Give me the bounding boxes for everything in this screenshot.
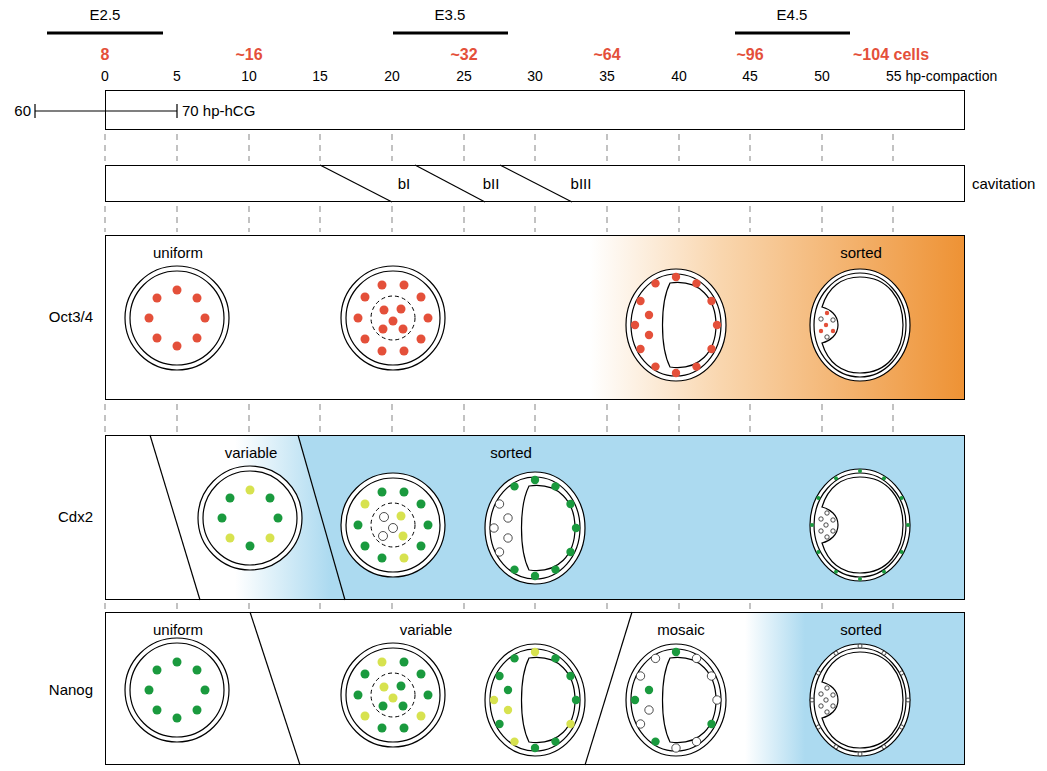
phase-label: bIII <box>571 175 592 192</box>
oct-embryos <box>125 266 910 381</box>
cell-count: ~64 <box>593 46 620 64</box>
hcg-scale <box>35 104 177 118</box>
pattern-label: variable <box>225 444 278 461</box>
marker-title: Oct3/4 <box>49 308 93 325</box>
cell-count: ~32 <box>450 46 477 64</box>
axis-number: 50 <box>814 68 830 84</box>
axis-number: 15 <box>312 68 328 84</box>
nanog-embryos <box>125 638 910 756</box>
band-title: cavitation <box>972 175 1035 192</box>
axis-number: 35 <box>599 68 615 84</box>
axis-number: 40 <box>671 68 687 84</box>
pattern-label: sorted <box>490 444 532 461</box>
phase-label: bII <box>483 175 500 192</box>
panel-grounds <box>105 235 965 765</box>
axis-number: 45 <box>742 68 758 84</box>
cell-count: 8 <box>101 46 110 64</box>
scale-label: 70 hp-hCG <box>182 102 255 119</box>
axis-title: 55 hp-compaction <box>886 68 997 84</box>
axis-number: 30 <box>527 68 543 84</box>
pattern-label: uniform <box>153 244 203 261</box>
pattern-label: variable <box>400 621 453 638</box>
stage-label: E2.5 <box>90 6 121 23</box>
cell-count: ~16 <box>235 46 262 64</box>
axis-number: 10 <box>241 68 257 84</box>
scale-label: 60 <box>14 102 31 119</box>
axis-number: 5 <box>173 68 181 84</box>
cdx2-embryos <box>198 466 910 584</box>
phase-label: bI <box>398 175 411 192</box>
stage-bars <box>47 32 850 35</box>
cell-count: ~96 <box>736 46 763 64</box>
marker-panel: Oct3/4uniformsorted <box>105 235 965 400</box>
stage-label: E4.5 <box>777 6 808 23</box>
pattern-label: sorted <box>840 244 882 261</box>
axis-number: 20 <box>384 68 400 84</box>
timeline-box: 70 hp-hCG <box>105 90 965 130</box>
marker-panel: Cdx2variablesorted <box>105 435 965 600</box>
stage-label: E3.5 <box>435 6 466 23</box>
cavitation-band: bIbIIbIIIcavitation <box>105 165 965 202</box>
pattern-label: uniform <box>153 621 203 638</box>
marker-title: Nanog <box>49 681 93 698</box>
axis-number: 0 <box>101 68 109 84</box>
axis-number: 25 <box>456 68 472 84</box>
marker-title: Cdx2 <box>58 508 93 525</box>
cell-count: ~104 cells <box>853 46 929 64</box>
pattern-label: sorted <box>840 621 882 638</box>
pattern-label: mosaic <box>657 621 705 638</box>
marker-panel: Nanoguniformvariablemosaicsorted <box>105 612 965 765</box>
cavitation-dividers <box>320 165 572 202</box>
